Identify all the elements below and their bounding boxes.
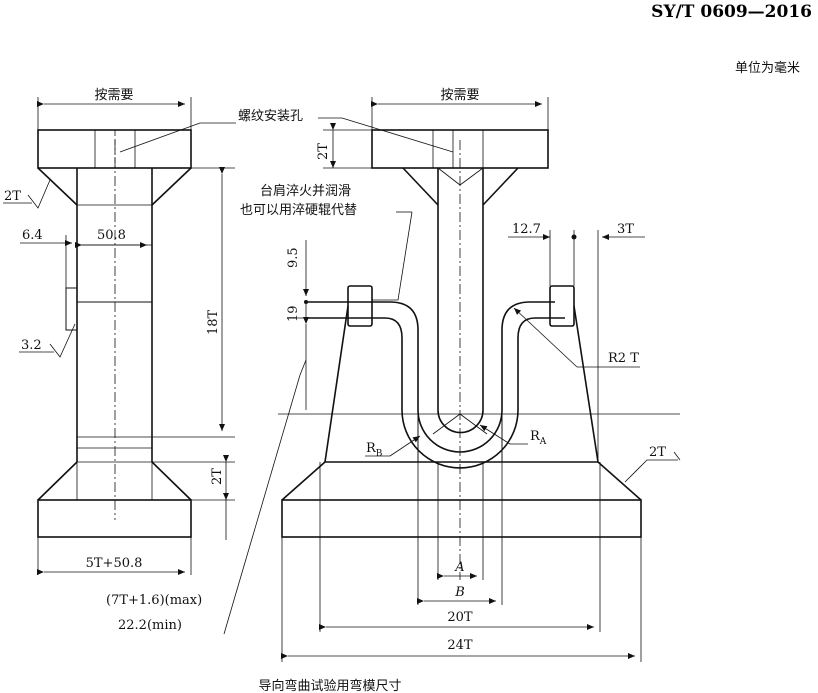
dim-18T: 18T	[206, 309, 221, 335]
radius-R2T: R2 T	[608, 351, 639, 366]
unit-note: 单位为毫米	[735, 60, 800, 76]
thread-hole-label: 螺纹安装孔	[238, 109, 303, 124]
dim-24T: 24T	[447, 638, 473, 653]
dim-A: A	[454, 560, 464, 575]
right-roughness-2T: 2T	[649, 445, 666, 460]
dim-12-7: 12.7	[512, 222, 541, 237]
note-line-1: 台肩淬火并润滑	[260, 183, 351, 199]
radius-RB: RB	[366, 441, 383, 459]
right-roller	[549, 285, 575, 327]
left-roller	[347, 285, 373, 327]
dim-50-8: 50.8	[97, 228, 126, 243]
dim-2T-depth: 2T	[316, 143, 331, 160]
note-line-2: 也可以用淬硬辊代替	[240, 203, 357, 218]
right-front-view: 螺纹安装孔 按需要 2T 台肩淬火并润滑 也可以用淬硬辊代替 9.5 19 12…	[106, 88, 681, 662]
left-base-plate	[37, 499, 192, 538]
left-roughness-3-2: 3.2	[21, 338, 42, 353]
standard-number: SY/T 0609—2016	[651, 2, 812, 22]
dim-20T: 20T	[447, 610, 473, 625]
left-side-view: 按需要 2T 6.4 50.8 3.2 18T 2T 5T+50.8	[3, 88, 235, 575]
dim-3T: 3T	[617, 222, 634, 237]
dim-min: 22.2(min)	[118, 618, 182, 633]
dim-2T-left: 2T	[210, 468, 225, 485]
left-top-width-label: 按需要	[94, 88, 133, 103]
dim-B: B	[454, 585, 465, 600]
dim-19: 19	[286, 305, 301, 322]
dim-9-5: 9.5	[286, 247, 301, 268]
dim-6-4: 6.4	[22, 228, 43, 243]
left-bottom-width-label: 5T+50.8	[86, 556, 143, 571]
figure-caption: 导向弯曲试验用弯模尺寸	[258, 678, 401, 693]
right-base-plate	[281, 499, 642, 538]
left-top-plate	[37, 129, 192, 169]
radius-RA: RA	[530, 429, 547, 447]
dim-max: (7T+1.6)(max)	[106, 593, 202, 608]
right-top-width-label: 按需要	[440, 88, 479, 103]
left-roughness-2T: 2T	[4, 189, 21, 204]
